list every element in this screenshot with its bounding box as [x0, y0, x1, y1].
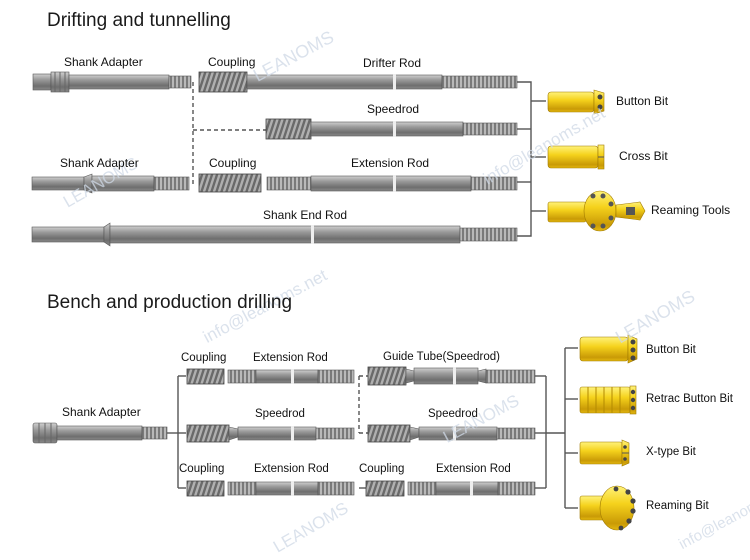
label-bench-speedrod-left: Speedrod: [255, 408, 305, 420]
bench-speedrod-right: [367, 424, 536, 443]
bench-shank-adapter: [32, 422, 168, 444]
bench-top-left: [186, 368, 355, 385]
label-bench-coupling-top: Coupling: [181, 352, 227, 364]
label-cross-bit: Cross Bit: [619, 149, 668, 163]
drifting-reaming-tool: [547, 190, 646, 232]
drifting-row-3: [31, 173, 518, 194]
label-bench-shank-adapter: Shank Adapter: [62, 405, 141, 419]
bench-reaming-bit: [579, 485, 636, 531]
section-title-drifting: Drifting and tunnelling: [47, 10, 231, 31]
label-bench-extension-rod-bottom-right: Extension Rod: [436, 463, 511, 475]
label-retrac-button-bit: Retrac Button Bit: [646, 393, 733, 405]
bench-button-bit: [579, 334, 638, 364]
label-shank-adapter: Shank Adapter: [64, 55, 143, 69]
label-reaming-tools: Reaming Tools: [651, 203, 731, 217]
drifting-row-2: [265, 118, 518, 140]
label-reaming-bit: Reaming Bit: [646, 500, 709, 512]
bench-bottom-right: [365, 480, 536, 497]
drifting-row-1: [32, 71, 518, 93]
drifting-cross-bit: [547, 144, 605, 170]
label-x-type-bit: X-type Bit: [646, 446, 696, 458]
label-coupling: Coupling: [208, 55, 256, 69]
label-bench-coupling-bottom-left: Coupling: [179, 463, 225, 475]
bench-guide-tube: [367, 366, 536, 386]
label-speedrod: Speedrod: [367, 102, 420, 116]
bench-bottom-left: [186, 480, 355, 497]
bench-connectors: [167, 347, 578, 509]
label-button-bit: Button Bit: [616, 94, 669, 108]
drifting-connectors: [192, 81, 546, 237]
label-bench-speedrod-right: Speedrod: [428, 408, 478, 420]
section-title-bench: Bench and production drilling: [47, 292, 293, 313]
label-shank-adapter-2: Shank Adapter: [60, 156, 139, 170]
label-drifter-rod: Drifter Rod: [363, 56, 422, 70]
label-guide-tube: Guide Tube(Speedrod): [383, 351, 500, 363]
bench-x-type-bit: [579, 439, 630, 467]
label-extension-rod: Extension Rod: [351, 156, 430, 170]
label-bench-coupling-bottom-right: Coupling: [359, 463, 405, 475]
label-bench-extension-rod-top: Extension Rod: [253, 352, 328, 364]
label-bench-button-bit: Button Bit: [646, 344, 696, 356]
label-coupling-2: Coupling: [209, 156, 257, 170]
bench-retrac-button-bit: [579, 385, 637, 415]
bench-speedrod-left: [186, 424, 355, 443]
label-bench-extension-rod-bottom-left: Extension Rod: [254, 463, 329, 475]
drifting-button-bit: [547, 89, 605, 115]
label-shank-end-rod: Shank End Rod: [263, 208, 348, 222]
drifting-row-4: [31, 222, 518, 247]
